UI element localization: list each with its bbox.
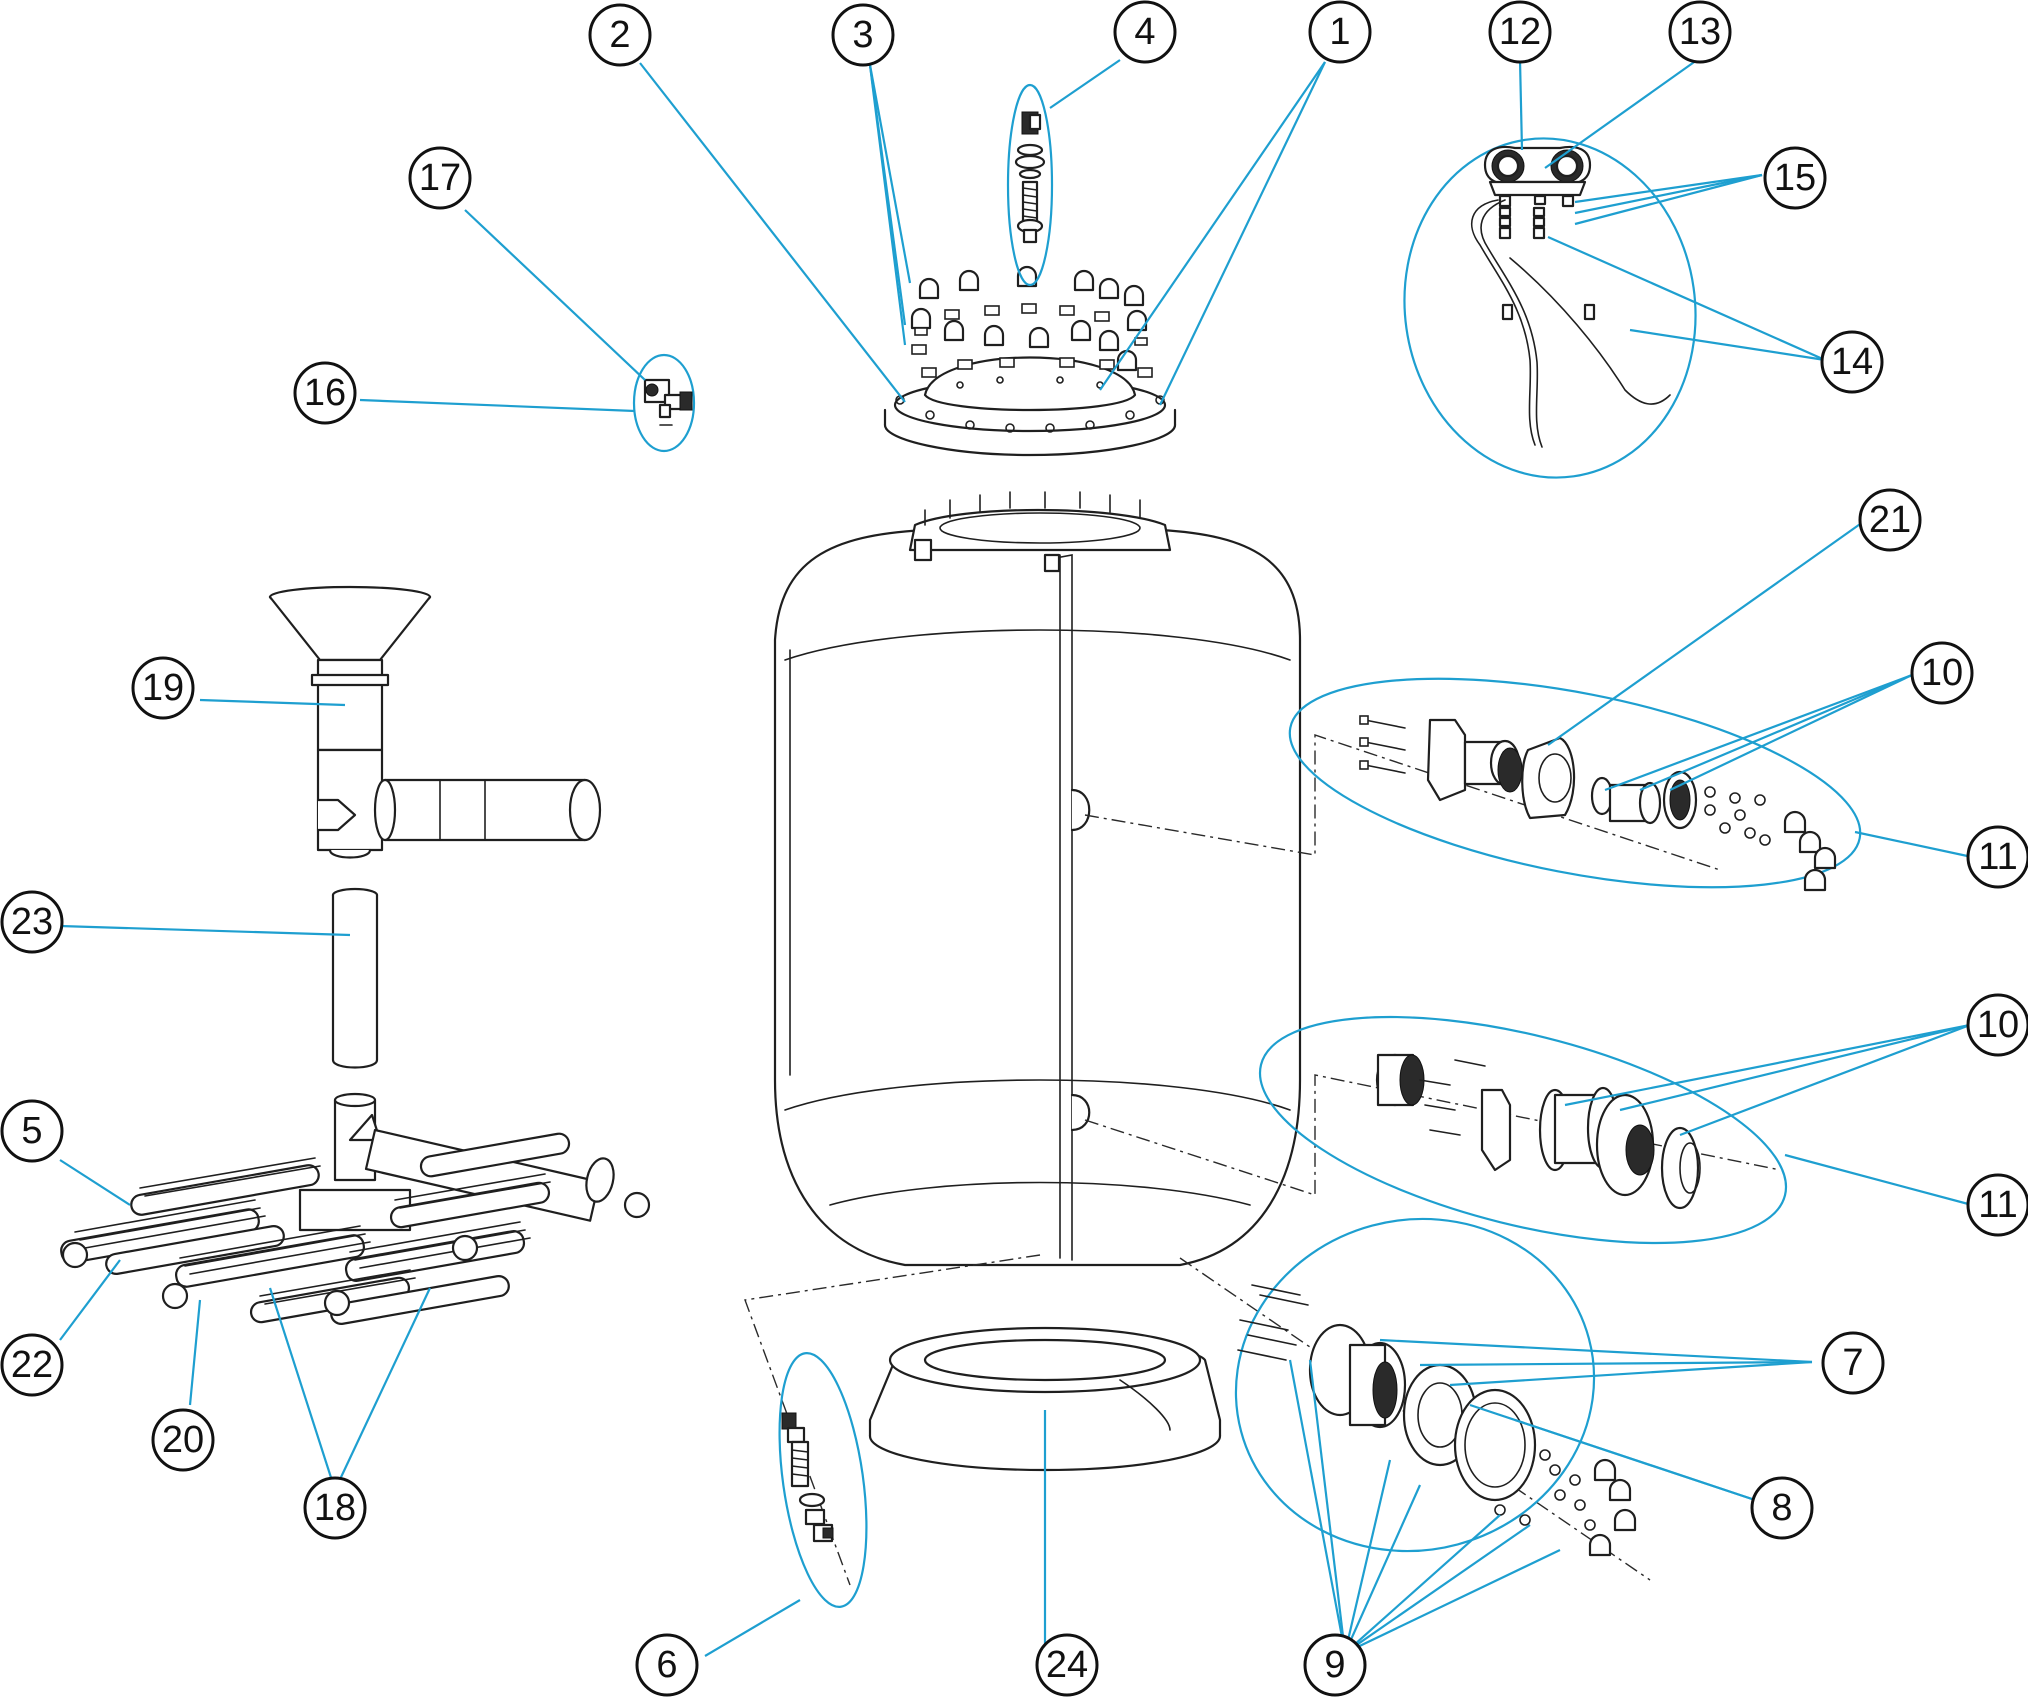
callout-c14: 14 xyxy=(1820,330,1884,394)
callout-label: 5 xyxy=(21,1110,42,1152)
callout-c10-lower: 10 xyxy=(1966,993,2028,1057)
callout-label: 13 xyxy=(1679,11,1721,53)
callout-label: 21 xyxy=(1869,499,1911,541)
inlet-diffuser-19 xyxy=(268,585,602,859)
lid-assembly xyxy=(883,265,1177,457)
callout-c17: 17 xyxy=(408,146,472,210)
callout-label: 10 xyxy=(1921,652,1963,694)
callout-c20: 20 xyxy=(151,1408,215,1472)
callout-c6: 6 xyxy=(635,1633,699,1697)
callout-c3: 3 xyxy=(831,3,895,67)
callout-c12: 12 xyxy=(1488,0,1552,64)
callout-label: 18 xyxy=(314,1487,356,1529)
callout-c16: 16 xyxy=(293,361,357,425)
callout-label: 19 xyxy=(142,667,184,709)
callout-c9: 9 xyxy=(1303,1633,1367,1697)
callout-label: 23 xyxy=(11,901,53,943)
callout-c4: 4 xyxy=(1113,0,1177,64)
callout-c7: 7 xyxy=(1821,1331,1885,1395)
callout-c2: 2 xyxy=(588,3,652,67)
callout-c21: 21 xyxy=(1858,488,1922,552)
pressure-gauge-assembly xyxy=(1403,137,1697,479)
callout-c24: 24 xyxy=(1035,1633,1099,1697)
callout-label: 3 xyxy=(852,14,873,56)
callout-label: 14 xyxy=(1831,341,1873,383)
callout-label: 8 xyxy=(1771,1487,1792,1529)
callout-label: 1 xyxy=(1329,11,1350,53)
callout-c11-lower: 11 xyxy=(1966,1173,2028,1237)
callout-label: 10 xyxy=(1977,1004,2019,1046)
drain-valve-6 xyxy=(778,1352,868,1608)
callout-label: 24 xyxy=(1046,1644,1088,1686)
bottom-port-assembly xyxy=(1234,1217,1637,1557)
callout-label: 16 xyxy=(304,372,346,414)
lateral-slots xyxy=(74,1157,551,1305)
callout-label: 2 xyxy=(609,14,630,56)
callout-c5: 5 xyxy=(0,1099,64,1163)
callout-c19: 19 xyxy=(131,656,195,720)
callout-label: 11 xyxy=(1978,836,2017,878)
callout-label: 12 xyxy=(1499,11,1541,53)
drain-fitting-16 xyxy=(632,353,696,453)
lid-nuts xyxy=(910,265,1153,378)
callout-c1: 1 xyxy=(1308,0,1372,64)
callout-label: 11 xyxy=(1978,1184,2017,1226)
leader-lines xyxy=(59,59,1973,1657)
callout-c23: 23 xyxy=(0,890,64,954)
callout-c18: 18 xyxy=(303,1476,367,1540)
upper-port-assembly xyxy=(1288,677,1862,892)
tank-body xyxy=(773,491,1302,1267)
callout-c8: 8 xyxy=(1750,1476,1814,1540)
central-pipe-23 xyxy=(331,887,379,1069)
callout-label: 9 xyxy=(1324,1644,1345,1686)
callout-label: 17 xyxy=(419,157,461,199)
callout-c10-upper: 10 xyxy=(1910,641,1974,705)
callout-c15: 15 xyxy=(1763,146,1827,210)
callout-c13: 13 xyxy=(1668,0,1732,64)
lateral-tubes xyxy=(60,1132,571,1325)
callout-label: 15 xyxy=(1774,157,1816,199)
callout-c22: 22 xyxy=(0,1333,64,1397)
callout-label: 22 xyxy=(11,1344,53,1386)
lateral-collector-assembly xyxy=(60,1092,651,1325)
callout-label: 7 xyxy=(1842,1342,1863,1384)
callout-c11-upper: 11 xyxy=(1966,825,2028,889)
lower-port-assembly xyxy=(1258,1015,1788,1245)
air-vent-assembly xyxy=(1006,83,1054,287)
callout-label: 20 xyxy=(162,1419,204,1461)
callout-label: 6 xyxy=(656,1644,677,1686)
callout-label: 4 xyxy=(1134,11,1155,53)
